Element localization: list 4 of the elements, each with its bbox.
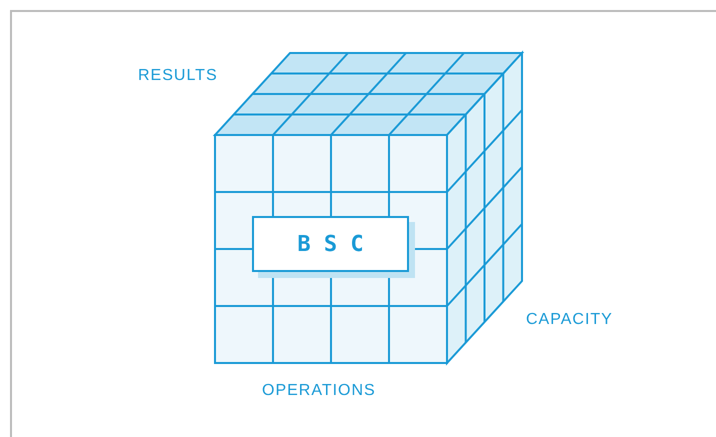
axis-label: CAPACITY [526,311,613,329]
axis-label: OPERATIONS [262,382,376,400]
axis-label: RESULTS [138,67,218,85]
box-title: B S C [297,232,364,256]
